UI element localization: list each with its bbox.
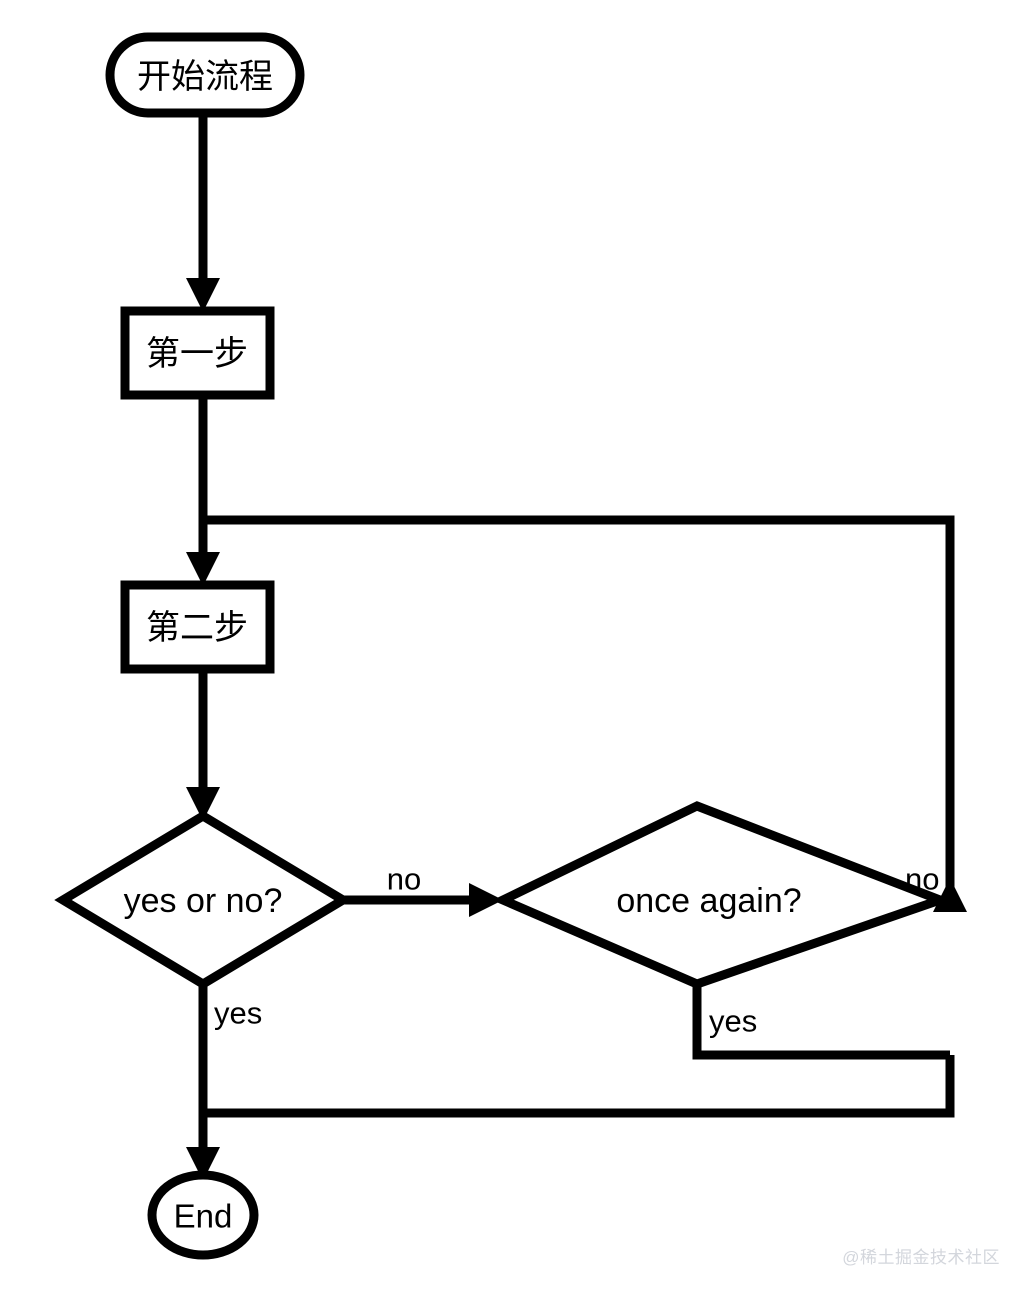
edge-dec2-no-to-step2: no (203, 515, 967, 912)
arrow-head-icon (186, 278, 220, 312)
node-decision1-shape[interactable] (54, 810, 352, 990)
node-step1[interactable]: 第一步 (120, 306, 275, 400)
edge-label-dec1-no: no (387, 862, 421, 897)
node-start-shape[interactable] (105, 32, 305, 118)
node-decision2-label: once again? (616, 882, 801, 920)
edge-line (203, 1055, 955, 1118)
node-start-label: 开始流程 (137, 58, 273, 96)
node-end-shape[interactable] (147, 1170, 259, 1260)
node-end[interactable]: End (147, 1170, 259, 1260)
edge-label-dec1-yes: yes (214, 996, 262, 1031)
node-decision1-label: yes or no? (124, 882, 283, 920)
node-step2[interactable]: 第二步 (120, 580, 275, 674)
edge-step2-to-dec1 (186, 668, 220, 821)
edge-label-dec2-yes: yes (709, 1004, 757, 1039)
arrow-head-icon (186, 787, 220, 821)
edge-dec2-yes-to-end: yes (203, 968, 955, 1118)
node-step2-label: 第二步 (146, 609, 248, 647)
edge-line (203, 515, 955, 895)
arrow-head-icon (469, 883, 503, 917)
node-decision-yes-or-no[interactable]: yes or no? (54, 810, 352, 990)
node-end-label: End (174, 1198, 233, 1235)
edge-line (692, 968, 950, 1060)
arrow-head-icon (186, 552, 220, 586)
edge-dec1-no-to-dec2: no (343, 862, 503, 917)
node-step1-shape[interactable] (120, 306, 275, 400)
edge-start-to-step1 (186, 113, 220, 312)
node-decision-once-again[interactable]: once again? (492, 801, 954, 989)
node-step2-shape[interactable] (120, 580, 275, 674)
node-decision2-shape[interactable] (492, 801, 954, 989)
edge-dec1-yes-to-end: yes (186, 968, 262, 1181)
edge-step1-to-step2 (186, 395, 220, 586)
node-start[interactable]: 开始流程 (105, 32, 305, 118)
arrow-head-icon (186, 1147, 220, 1181)
node-step1-label: 第一步 (146, 335, 248, 373)
watermark-text: @稀土掘金技术社区 (842, 1248, 1000, 1267)
